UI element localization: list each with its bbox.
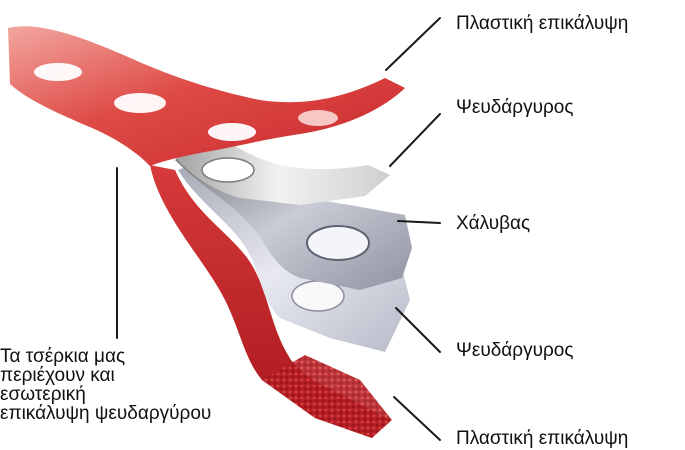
top-coating-hole-4 — [298, 110, 338, 126]
zinc-lower-hole — [292, 281, 344, 311]
steel-hole — [307, 226, 369, 260]
note-line: εσωτερική — [0, 385, 270, 404]
note-line: Τα τσέρκια μας — [0, 347, 270, 366]
top-coating-hole-2 — [114, 93, 166, 113]
leader-bottom-coating — [394, 397, 440, 440]
label-top-coating: Πλαστική επικάλυψη — [456, 14, 628, 34]
label-zinc-upper: Ψευδάργυρος — [456, 98, 574, 118]
leader-top-coating — [386, 18, 440, 70]
leader-zinc-upper — [390, 114, 440, 166]
note-line: περιέχουν και — [0, 366, 270, 385]
top-coating-hole-3 — [208, 123, 256, 141]
label-zinc-lower: Ψευδάργυρος — [456, 341, 574, 361]
note-line: επικάλυψη ψευδαργύρου — [0, 404, 270, 423]
leader-zinc-lower — [396, 308, 440, 352]
label-steel: Χάλυβας — [456, 214, 530, 234]
zinc-upper-hole — [202, 158, 254, 182]
top-coating-layer — [8, 26, 405, 166]
inner-zinc-note: Τα τσέρκια μας περιέχουν και εσωτερική ε… — [0, 347, 270, 423]
top-coating-hole-1 — [34, 63, 82, 81]
label-bottom-coating: Πλαστική επικάλυψη — [456, 429, 628, 449]
top-coating-strap — [8, 26, 405, 166]
